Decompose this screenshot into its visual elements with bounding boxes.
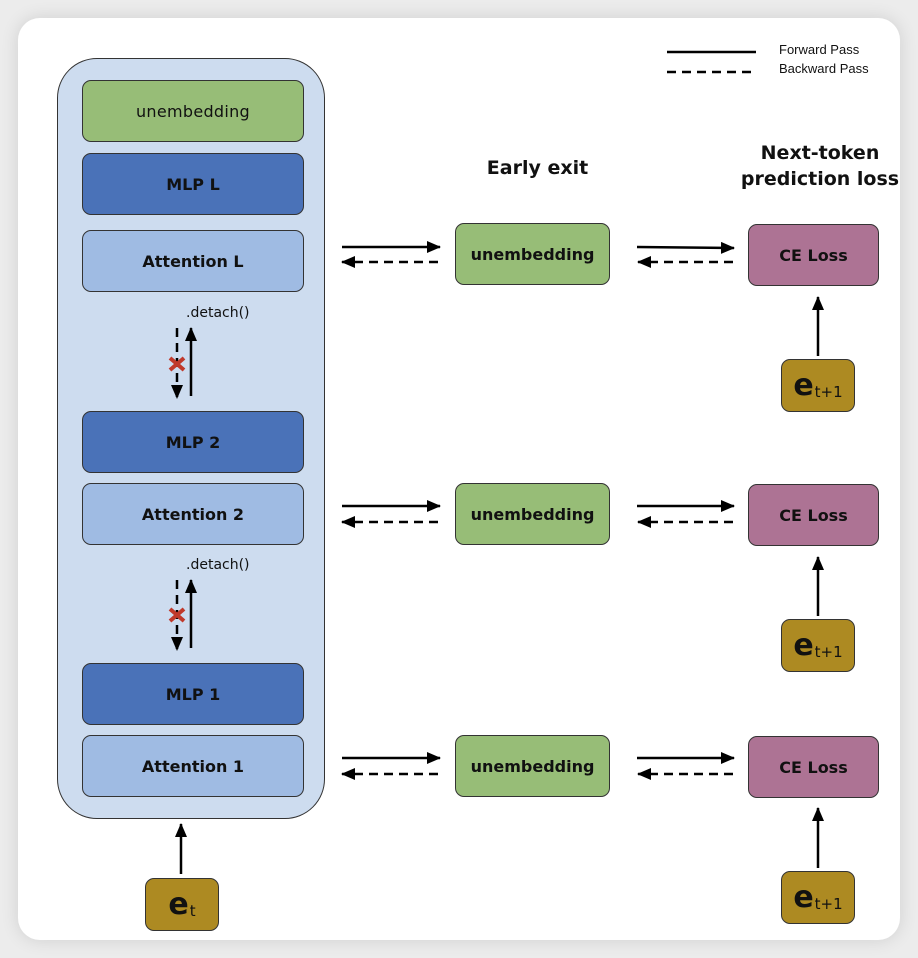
token-subscript: t+1 [814,894,843,913]
token-symbol: e [793,367,814,403]
token-symbol: e [793,879,814,915]
early-exit-unembedding-l: unembedding [455,223,610,285]
detach-label-lower: .detach() [186,557,250,573]
legend-forward-label: Forward Pass [779,42,860,57]
attention-2-block: Attention 2 [82,483,304,545]
early-exit-unembedding-1: unembedding [455,735,610,797]
ce-loss-2: CE Loss [748,484,879,546]
attention-1-block: Attention 1 [82,735,304,797]
token-symbol: e [793,627,814,663]
token-symbol: e [168,886,189,922]
loss-header-line2: prediction loss [740,168,900,190]
legend-backward-label: Backward Pass [779,61,869,76]
mlp-l-block: MLP L [82,153,304,215]
loss-header: Next-token prediction loss [735,140,905,192]
ce-loss-1: CE Loss [748,736,879,798]
attention-l-block: Attention L [82,230,304,292]
token-subscript: t+1 [814,642,843,661]
final-unembedding-block: unembedding [82,80,304,142]
detach-label-upper: .detach() [186,305,250,321]
token-subscript: t [189,901,196,920]
loss-header-line1: Next-token [760,142,880,164]
mlp-2-block: MLP 2 [82,411,304,473]
early-exit-unembedding-2: unembedding [455,483,610,545]
token-subscript: t+1 [814,382,843,401]
ce-loss-l: CE Loss [748,224,879,286]
early-exit-header: Early exit [486,157,589,179]
mlp-1-block: MLP 1 [82,663,304,725]
